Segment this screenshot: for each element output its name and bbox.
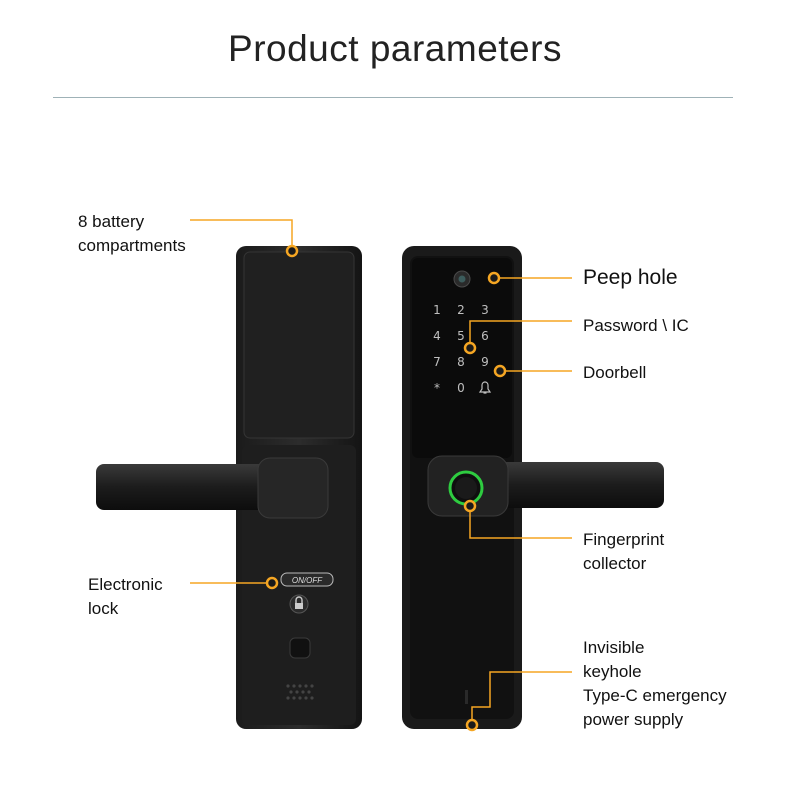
callout-label-battery: 8 battery compartments — [78, 210, 186, 258]
keypad-bell-icon — [478, 381, 492, 394]
callout-label-keyhole: Invisible keyhole Type-C emergency power… — [583, 636, 727, 732]
callout-line-fingerprint — [469, 506, 572, 539]
electronic-lock-label-line-2: lock — [88, 599, 119, 618]
callout-dot-password — [463, 341, 477, 355]
callout-dot-fingerprint — [463, 499, 477, 513]
keyhole-label-line-2: keyhole — [583, 662, 642, 681]
svg-text:ON/OFF: ON/OFF — [292, 576, 323, 585]
callout-dot-doorbell — [493, 364, 507, 378]
keypad-key: 9 — [481, 355, 489, 369]
keypad-key: 6 — [481, 329, 489, 343]
keypad-key: * — [434, 381, 440, 395]
keypad-key: 2 — [457, 303, 465, 317]
electronic-lock-label-line-1: Electronic — [88, 575, 163, 594]
speaker-grille — [286, 684, 314, 700]
callout-label-doorbell: Doorbell — [583, 363, 647, 382]
rear-handle — [96, 457, 329, 519]
hidden-keyhole — [465, 690, 468, 704]
keyhole-label-line-4: power supply — [583, 710, 684, 729]
callout-dots — [265, 244, 507, 732]
callout-label-fingerprint: Fingerprint collector — [583, 528, 664, 576]
keypad-key: 3 — [481, 303, 489, 317]
keypad-key: 7 — [433, 355, 441, 369]
callout-dot-battery — [285, 244, 299, 258]
page-title: Product parameters — [228, 28, 562, 69]
callout-line-keyhole — [471, 671, 572, 725]
keyhole-label-line-3: Type-C emergency — [583, 686, 727, 705]
fingerprint-sensor — [448, 470, 484, 506]
callout-label-peep-hole: Peep hole — [583, 266, 678, 289]
rear-knob — [289, 637, 311, 659]
keypad-key: 0 — [457, 381, 465, 395]
lock-button-icon — [289, 594, 309, 614]
callout-dot-electronic-lock — [265, 576, 279, 590]
keypad-key: 8 — [457, 355, 465, 369]
callout-lines — [190, 219, 572, 725]
callout-dot-peep-hole — [487, 271, 501, 285]
keyhole-label-line-1: Invisible — [583, 638, 645, 657]
keypad-key: 1 — [433, 303, 441, 317]
fingerprint-label-line-1: Fingerprint — [583, 530, 665, 549]
callout-dot-keyhole — [465, 718, 479, 732]
callout-label-password: Password \ IC — [583, 316, 689, 335]
callout-label-electronic-lock: Electronic lock — [88, 573, 163, 621]
keypad-key: 4 — [433, 329, 441, 343]
fingerprint-label-line-2: collector — [583, 554, 647, 573]
onoff-button: ON/OFF — [280, 572, 334, 587]
callout-line-password — [469, 320, 572, 348]
battery-label-line-2: compartments — [78, 236, 186, 255]
camera-lens — [453, 270, 471, 288]
keypad: 1 2 3 4 5 6 7 8 9 * 0 — [433, 303, 492, 395]
keypad-key: 5 — [457, 329, 465, 343]
battery-label-line-1: 8 battery — [78, 212, 145, 231]
callout-line-battery — [190, 219, 293, 250]
title-divider — [53, 97, 733, 98]
